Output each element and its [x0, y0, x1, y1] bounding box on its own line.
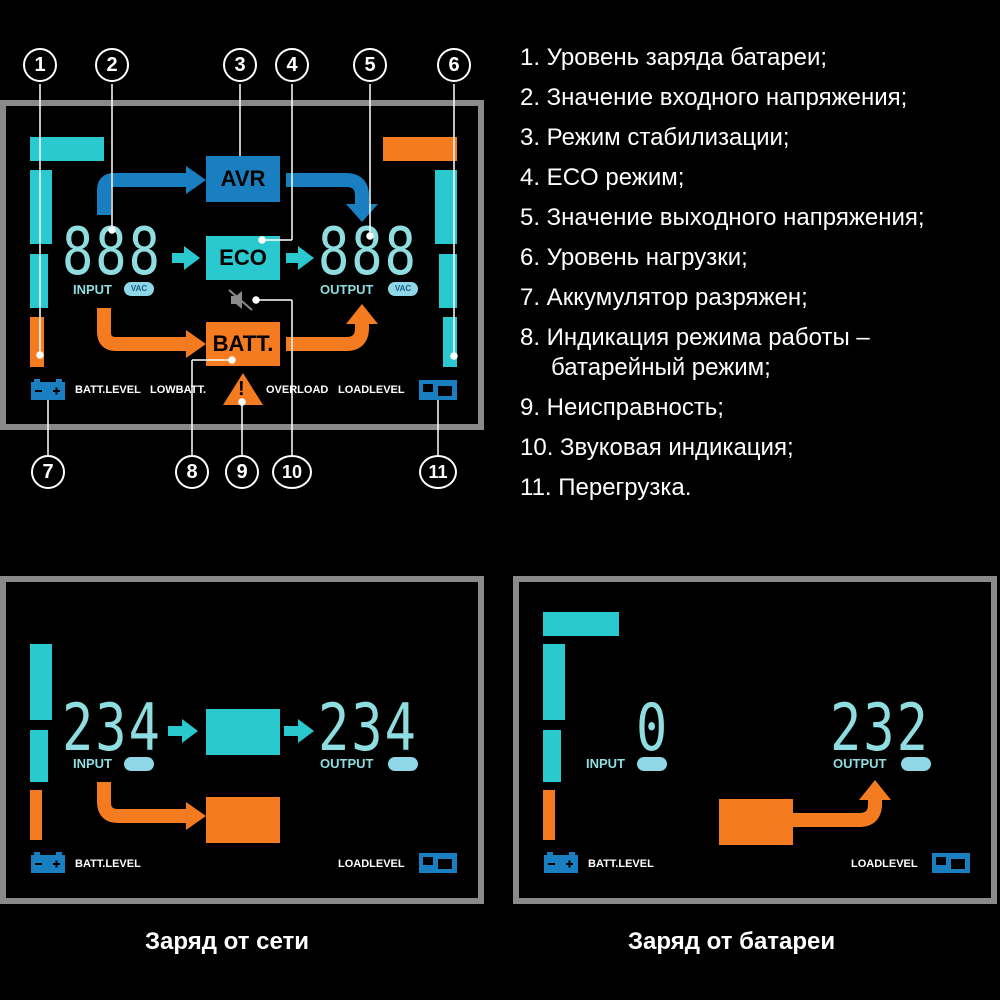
legend-item-10: 10. Звуковая индикация; — [520, 434, 794, 461]
battery-batt-bar-low — [543, 790, 555, 840]
load-level-bar-2 — [435, 170, 457, 244]
battery-output-pill — [901, 757, 931, 771]
legend-item-7: 7. Аккумулятор разряжен; — [520, 284, 808, 311]
callout-lines — [36, 84, 458, 455]
legend-item-2: 2. Значение входного напряжения; — [520, 84, 908, 111]
batt-level-bar-top — [30, 137, 104, 161]
fault-warning-icon — [223, 373, 263, 405]
grid-battery-icon — [31, 852, 65, 873]
input-vac-badge: VAC — [124, 282, 154, 296]
callout-6: 6 — [437, 48, 471, 82]
callout-5: 5 — [353, 48, 387, 82]
callout-3: 3 — [223, 48, 257, 82]
load-level-label: LOADLEVEL — [338, 384, 405, 396]
load-level-bar-3 — [439, 254, 457, 308]
grid-eco-block — [206, 709, 280, 755]
grid-batt-bar-2 — [30, 644, 52, 720]
main-flow-arrows — [97, 166, 378, 358]
battery-icon — [31, 379, 65, 400]
input-label: INPUT — [73, 282, 112, 297]
eco-indicator: ECO — [206, 236, 280, 280]
grid-input-digits: 234 — [62, 691, 162, 766]
legend-item-6: 6. Уровень нагрузки; — [520, 244, 748, 271]
legend-item-8-cont: батарейный режим; — [551, 354, 771, 381]
grid-batt-bar-3 — [30, 730, 48, 782]
batt-mode-indicator: BATT. — [206, 322, 280, 366]
callout-8: 8 — [175, 455, 209, 489]
load-level-bar-top — [383, 137, 457, 161]
battery-load-icon — [932, 853, 970, 873]
battery-input-digits: 0 — [636, 691, 670, 766]
legend-list: 1. Уровень заряда батареи; 2. Значение в… — [520, 38, 925, 508]
grid-input-pill — [124, 757, 154, 771]
battery-batt-bar-2 — [543, 644, 565, 720]
legend-item-4: 4. ECO режим; — [520, 164, 685, 191]
batt-level-bar-2 — [30, 170, 52, 244]
batt-level-label: BATT.LEVEL — [75, 384, 141, 396]
battery-batt-level-label: BATT.LEVEL — [588, 858, 654, 870]
grid-output-pill — [388, 757, 418, 771]
legend-item-5: 5. Значение выходного напряжения; — [520, 204, 925, 231]
battery-batt-bar-3 — [543, 730, 561, 782]
legend-item-1: 1. Уровень заряда батареи; — [520, 44, 828, 71]
grid-output-digits: 234 — [318, 691, 418, 766]
battery-load-level-label: LOADLEVEL — [851, 858, 918, 870]
battery-input-pill — [637, 757, 667, 771]
callout-7: 7 — [31, 455, 65, 489]
sound-mute-icon — [228, 289, 253, 311]
grid-output-label: OUTPUT — [320, 756, 374, 771]
batt-level-bar-3 — [30, 254, 48, 308]
overload-label: OVERLOAD — [266, 384, 329, 396]
fault-symbol: ! — [238, 378, 245, 400]
battery-charge-caption: Заряд от батареи — [628, 928, 836, 955]
legend-item-11: 11. Перегрузка. — [520, 474, 692, 501]
battery-input-label: INPUT — [586, 756, 625, 771]
output-voltage-digits: 888 — [318, 215, 418, 290]
load-icon — [419, 380, 457, 400]
callout-11: 11 — [419, 455, 457, 489]
avr-indicator: AVR — [206, 156, 280, 202]
grid-charge-caption: Заряд от сети — [145, 928, 310, 955]
battery-battery-icon — [544, 852, 578, 873]
callout-10: 10 — [272, 455, 312, 489]
grid-input-label: INPUT — [73, 756, 112, 771]
battery-batt-block — [719, 799, 793, 845]
output-vac-badge: VAC — [388, 282, 418, 296]
grid-load-icon — [419, 853, 457, 873]
grid-load-level-label: LOADLEVEL — [338, 858, 405, 870]
callout-2: 2 — [95, 48, 129, 82]
legend-item-3: 3. Режим стабилизации; — [520, 124, 790, 151]
output-label: OUTPUT — [320, 282, 374, 297]
callout-4: 4 — [275, 48, 309, 82]
battery-flow-arrows — [793, 780, 891, 827]
legend-item-8: 8. Индикация режима работы – — [520, 324, 870, 351]
legend-item-9: 9. Неисправность; — [520, 394, 724, 421]
battery-output-digits: 232 — [830, 691, 930, 766]
grid-flow-arrows — [97, 719, 314, 830]
grid-batt-level-label: BATT.LEVEL — [75, 858, 141, 870]
callout-9: 9 — [225, 455, 259, 489]
callout-1: 1 — [23, 48, 57, 82]
battery-batt-bar-top — [543, 612, 619, 636]
battery-output-label: OUTPUT — [833, 756, 887, 771]
grid-batt-block — [206, 797, 280, 843]
grid-batt-bar-low — [30, 790, 42, 840]
